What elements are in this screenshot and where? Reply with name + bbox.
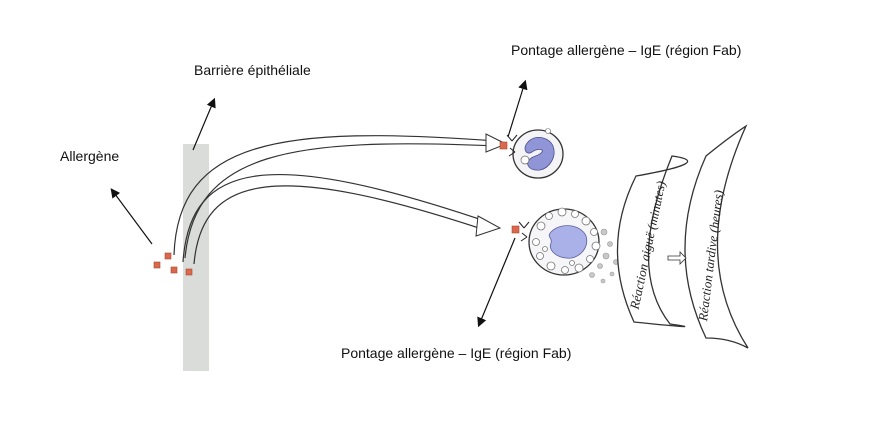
epithelial-barrier: [183, 144, 209, 371]
cell-top: [513, 129, 563, 179]
migration-arrow-bottom: [183, 175, 488, 264]
cell-bottom: [529, 208, 600, 275]
allergen-bound-bottom: [512, 226, 519, 233]
cell-bottom-nucleus: [549, 226, 587, 259]
migration-arrowhead-bottom: [476, 216, 500, 236]
crosslink-bottom-pointer-arrow: [479, 238, 515, 325]
allergen-bound-top: [500, 142, 507, 149]
crosslink-bottom-label: Pontage allergène – IgE (région Fab): [341, 345, 571, 361]
crosslink-top-label: Pontage allergène – IgE (région Fab): [511, 42, 741, 58]
barrier-label: Barrière épithéliale: [194, 62, 311, 78]
allergen-label: Allergène: [60, 148, 119, 164]
barrier-pointer-arrow: [193, 100, 214, 150]
crosslink-top-pointer-arrow: [508, 82, 525, 137]
acute-to-late-arrow: [668, 252, 686, 264]
migration-arrow-top: [174, 136, 496, 258]
allergen-pointer-arrow: [112, 190, 152, 244]
ige-receptors-bottom: [519, 222, 529, 241]
